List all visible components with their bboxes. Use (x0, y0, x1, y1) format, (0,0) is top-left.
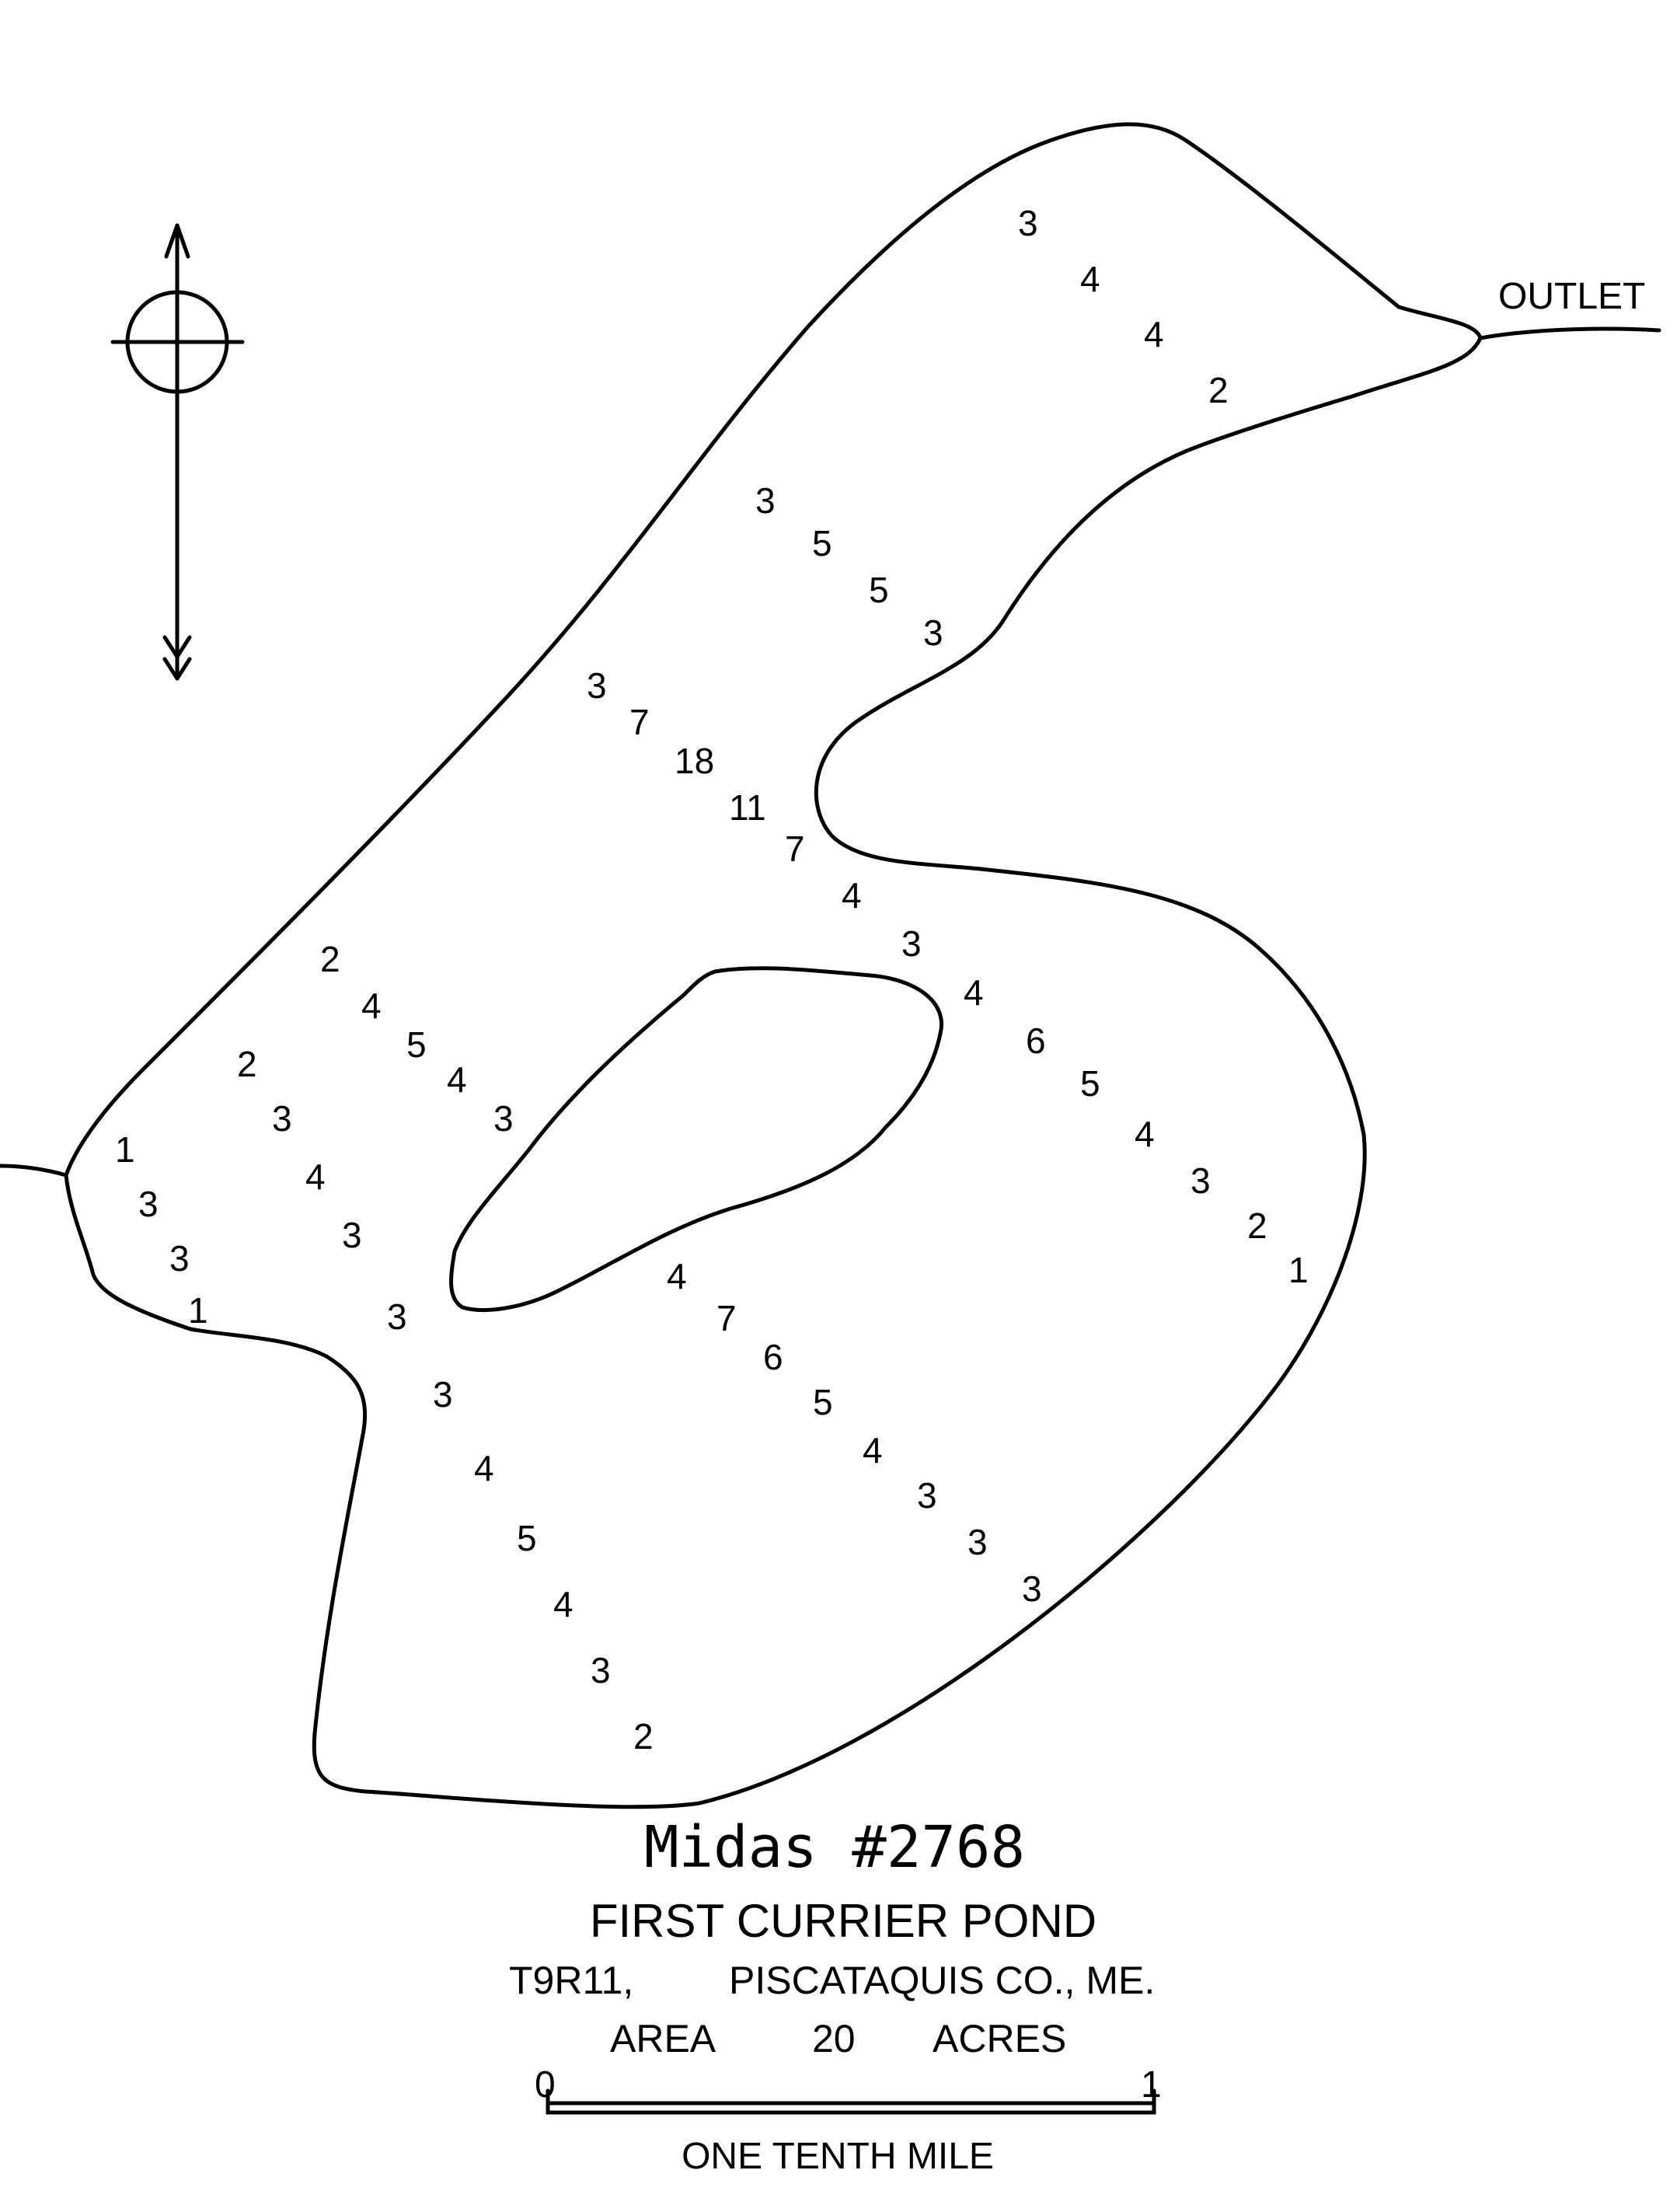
inlet-stream (0, 1164, 68, 1178)
outlet-label: OUTLET (1498, 276, 1645, 317)
depth-sounding: 2 (1247, 1205, 1267, 1246)
title-block: Midas #2768 FIRST CURRIER POND T9R11, PI… (509, 1814, 1155, 2060)
county-label: PISCATAQUIS CO., ME. (729, 1959, 1155, 2002)
area-label: AREA (610, 2017, 716, 2060)
area-unit: ACRES (933, 2017, 1066, 2060)
depth-sounding: 3 (387, 1296, 407, 1337)
depth-sounding: 5 (1080, 1063, 1100, 1104)
depth-sounding: 4 (447, 1059, 467, 1100)
scale-bar-rect (546, 2101, 1156, 2115)
depth-sounding: 6 (1026, 1021, 1046, 1061)
depth-sounding: 7 (716, 1298, 737, 1338)
depth-sounding: 2 (320, 939, 340, 979)
depth-sounding: 3 (1022, 1568, 1042, 1609)
depth-sounding: 4 (667, 1256, 687, 1296)
depth-sounding: 7 (785, 829, 805, 869)
depth-soundings: 3 4 4 2 3 5 5 3 3 7 18 11 7 4 3 4 6 5 4 … (115, 203, 1309, 1757)
depth-sounding: 3 (917, 1475, 937, 1516)
depth-sounding: 3 (1018, 203, 1038, 243)
depth-sounding: 1 (188, 1290, 208, 1331)
depth-sounding: 7 (629, 702, 650, 742)
depth-sounding: 3 (591, 1650, 611, 1690)
island-outline (449, 966, 943, 1312)
pond-shoreline (64, 122, 1483, 1809)
depth-sounding: 3 (901, 923, 922, 964)
depth-sounding: 4 (305, 1157, 326, 1197)
depth-sounding: 3 (967, 1522, 988, 1562)
depth-sounding: 5 (869, 570, 889, 610)
depth-sounding: 4 (863, 1430, 883, 1471)
depth-sounding: 5 (812, 523, 832, 563)
depth-sounding: 4 (964, 972, 984, 1013)
outlet-stream (1478, 326, 1661, 340)
map-title: Midas #2768 (644, 1814, 1025, 1881)
scale-bar: 0 1 ONE TENTH MILE (535, 2064, 1162, 2177)
scale-label: ONE TENTH MILE (682, 2136, 994, 2177)
depth-sounding: 2 (237, 1044, 257, 1084)
scale-end-label: 1 (1141, 2064, 1162, 2106)
depth-sounding: 4 (474, 1448, 494, 1488)
north-arrow-icon (110, 223, 245, 681)
depth-sounding: 5 (813, 1382, 833, 1422)
depth-sounding: 3 (755, 480, 776, 521)
depth-sounding: 3 (923, 612, 943, 653)
depth-sounding: 3 (493, 1098, 514, 1139)
depth-sounding: 6 (763, 1337, 783, 1377)
depth-sounding: 4 (1144, 314, 1164, 354)
depth-sounding: 4 (361, 986, 382, 1026)
depth-sounding: 4 (1135, 1114, 1155, 1154)
depth-sounding: 1 (115, 1129, 135, 1170)
depth-sounding: 2 (633, 1716, 654, 1757)
township-label: T9R11, (509, 1959, 633, 2002)
depth-sounding: 11 (729, 787, 766, 828)
scale-start-label: 0 (535, 2064, 556, 2106)
depth-sounding: 3 (272, 1098, 292, 1139)
depth-sounding: 3 (169, 1238, 190, 1279)
depth-sounding: 5 (406, 1024, 427, 1065)
depth-sounding: 5 (517, 1518, 537, 1558)
depth-sounding: 3 (587, 665, 607, 706)
depth-sounding: 3 (433, 1374, 453, 1415)
depth-sounding: 2 (1208, 370, 1229, 410)
depth-sounding: 4 (553, 1584, 574, 1624)
depth-sounding: 3 (1191, 1160, 1211, 1201)
depth-sounding: 18 (675, 741, 714, 781)
depth-sounding: 3 (138, 1184, 159, 1224)
depth-sounding: 3 (342, 1215, 362, 1255)
area-value: 20 (812, 2017, 856, 2060)
depth-sounding: 4 (1080, 259, 1100, 299)
pond-name: FIRST CURRIER POND (590, 1895, 1096, 1947)
depth-sounding: 1 (1288, 1250, 1309, 1290)
depth-sounding: 4 (842, 875, 862, 916)
